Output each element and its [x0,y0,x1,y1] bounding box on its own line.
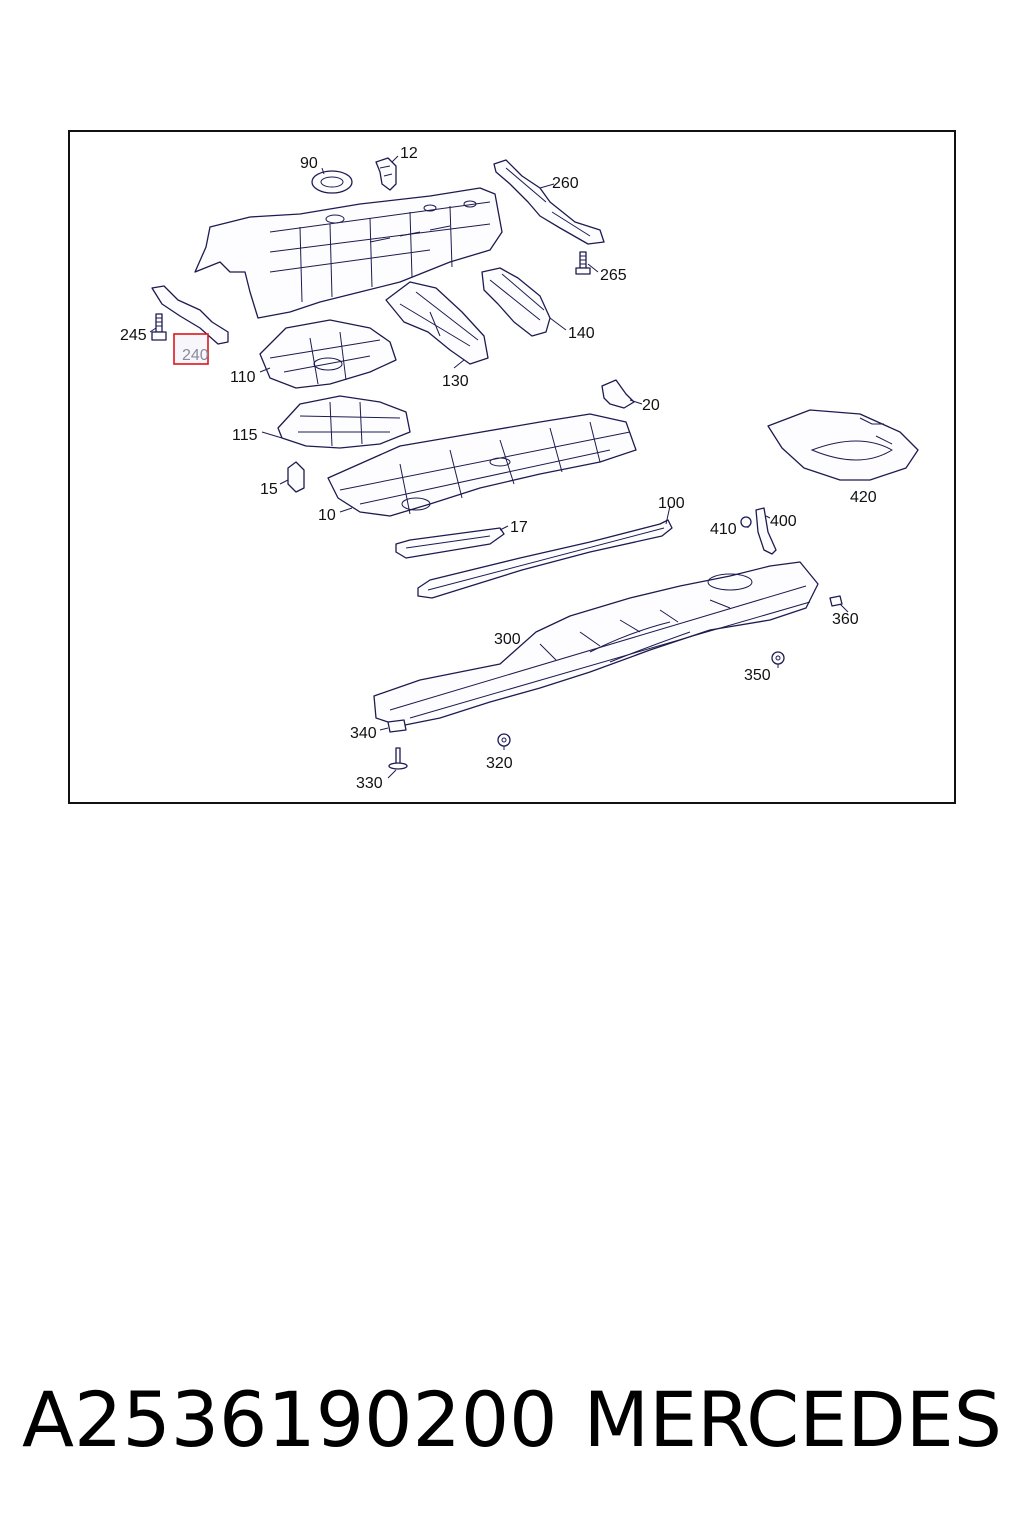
part-115-floor-plate [277,395,411,449]
callout-300: 300 [494,631,521,648]
part-number: A2536190200 [22,1375,558,1464]
callout-420: 420 [850,489,877,506]
part-10-floor-pan [327,413,637,517]
part-300-underbody-panel [373,561,819,727]
part-240-cross-bar [151,285,229,345]
part-12-bracket [375,157,397,191]
callout-labels: 90 12 260 265 245 240 110 130 140 20 115… [120,145,877,792]
callout-265: 265 [600,267,627,284]
callout-115: 115 [232,427,258,444]
part-245-bolt [151,313,167,341]
part-caption: A2536190200 MERCEDES [0,1372,1024,1468]
part-350-fastener [771,651,785,665]
callout-245: 245 [120,327,147,344]
callout-90: 90 [300,155,318,172]
callout-12: 12 [400,145,418,162]
parts-diagram-frame: 90 12 260 265 245 240 110 130 140 20 115… [68,130,956,804]
callout-17: 17 [510,519,528,536]
callout-260: 260 [552,175,579,192]
part-260-cross-member [493,159,605,245]
part-17-sill-strip [395,527,505,559]
part-265-bolt [575,251,591,275]
callout-240: 240 [182,347,209,364]
part-130-tunnel-bracket [385,281,489,365]
part-bulkhead-panel [194,187,503,319]
part-420-rear-cover [767,409,919,481]
part-360-clip [829,595,843,607]
part-110-floor-panel [259,319,397,389]
brand-name: MERCEDES [583,1375,1002,1464]
part-15-bracket [287,461,305,493]
part-20-bracket [601,379,635,409]
callout-320: 320 [486,755,513,772]
callout-340: 340 [350,725,377,742]
callout-130: 130 [442,373,469,390]
callout-15: 15 [260,481,278,498]
callout-110: 110 [230,369,256,386]
callout-410: 410 [710,521,737,538]
part-410-nut [740,516,752,528]
part-100-rocker-rail [417,519,673,599]
callout-140: 140 [568,325,595,342]
callout-360: 360 [832,611,859,628]
callout-400: 400 [770,513,797,530]
callout-10: 10 [318,507,336,524]
part-340-clip [387,719,407,733]
part-330-screw [388,747,408,770]
part-320-fastener [497,733,511,747]
exploded-parts-diagram: 90 12 260 265 245 240 110 130 140 20 115… [120,145,919,792]
callout-330: 330 [356,775,383,792]
leader-lines [149,155,849,779]
part-90-grommet [311,170,353,194]
callout-240-highlight[interactable]: 240 [173,333,209,365]
part-140-tunnel-bracket [481,267,551,337]
part-400-bracket-strap [755,507,777,555]
callout-100: 100 [658,495,685,512]
callout-350: 350 [744,667,771,684]
callout-20: 20 [642,397,660,414]
